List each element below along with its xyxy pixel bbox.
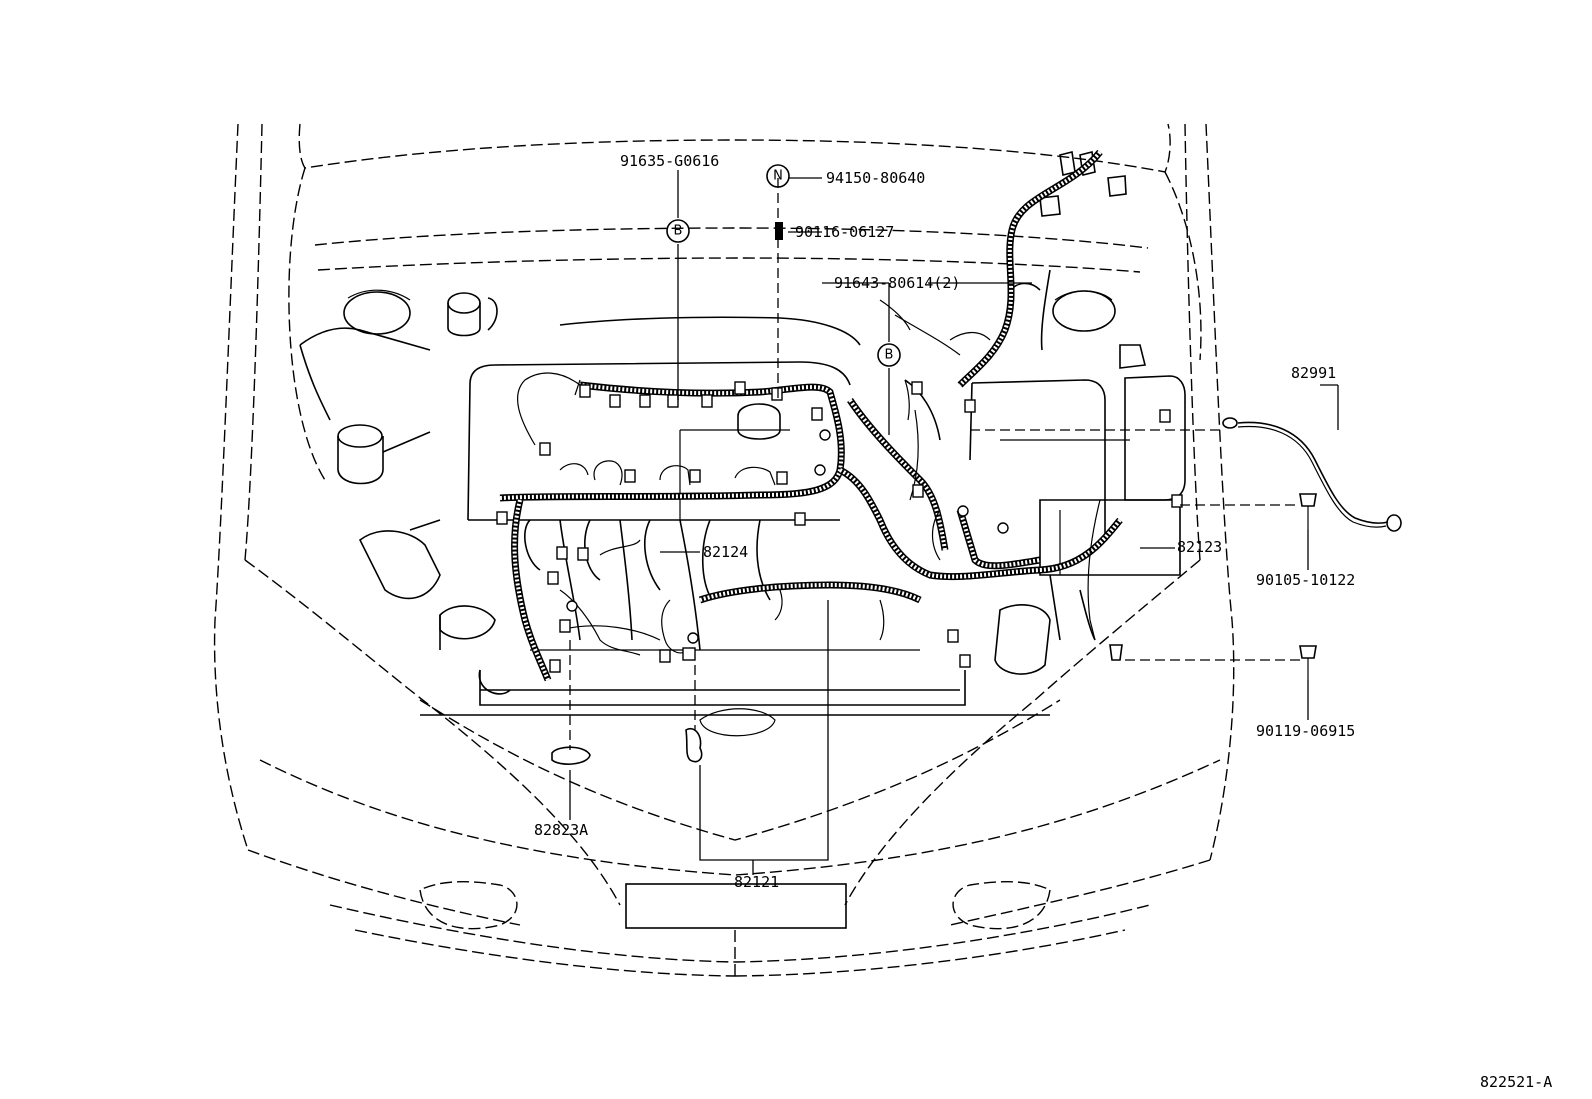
label-90119-06915: 90119-06915 [1256,722,1355,740]
marker-b-mid: B [877,343,901,367]
marker-n: N [766,164,790,188]
license-plate [625,883,847,929]
svg-text:B: B [885,348,894,363]
label-82823A: 82823A [534,821,588,839]
loose-parts [551,493,1317,765]
car-body-outline [213,123,1235,978]
engine-bay-outline [299,151,1186,737]
leader-lines [569,170,1339,875]
label-90116-06127: 90116-06127 [795,223,894,241]
svg-text:B: B [674,224,683,239]
label-82124: 82124 [703,543,748,561]
marker-b-top: B [666,219,690,243]
label-82121: 82121 [734,873,779,891]
label-82123: 82123 [1177,538,1222,556]
svg-text:N: N [773,169,783,184]
label-94150-80640: 94150-80640 [826,169,925,187]
label-82991: 82991 [1291,364,1336,382]
label-91635-G0616: 91635-G0616 [620,152,719,170]
diagram-reference: 822521-A [1480,1073,1552,1091]
label-90105-10122: 90105-10122 [1256,571,1355,589]
label-91643-80614: 91643-80614(2) [834,274,960,292]
harness-lines [499,149,1402,682]
connectors [496,381,1183,673]
